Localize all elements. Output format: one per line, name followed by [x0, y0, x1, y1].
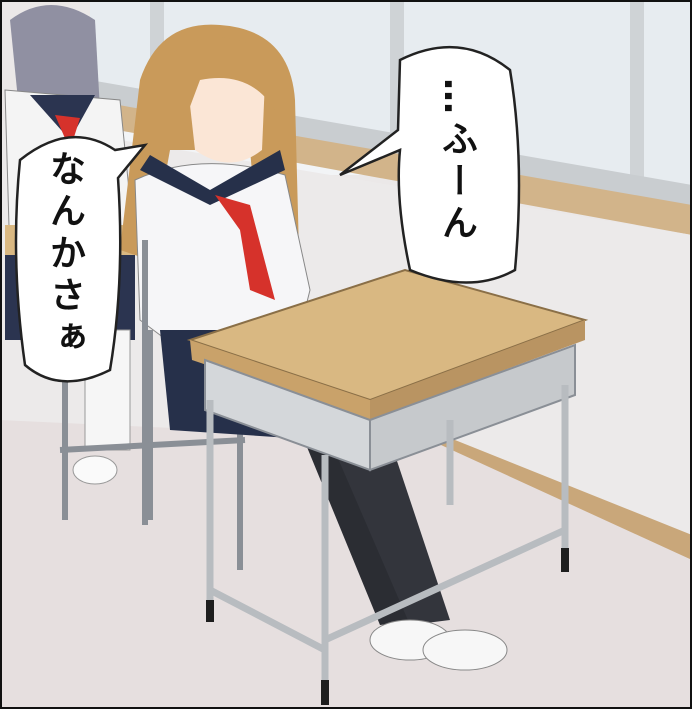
baseboard — [430, 430, 692, 560]
speech-text-right: …ふーん — [436, 78, 477, 246]
speech-bubble-right — [339, 45, 521, 284]
speech-text-left: なんかさぁ — [44, 150, 85, 360]
speech-bubble-left — [14, 135, 149, 383]
floor — [0, 420, 692, 709]
student-desk — [186, 268, 589, 705]
shoe-right — [422, 629, 508, 671]
